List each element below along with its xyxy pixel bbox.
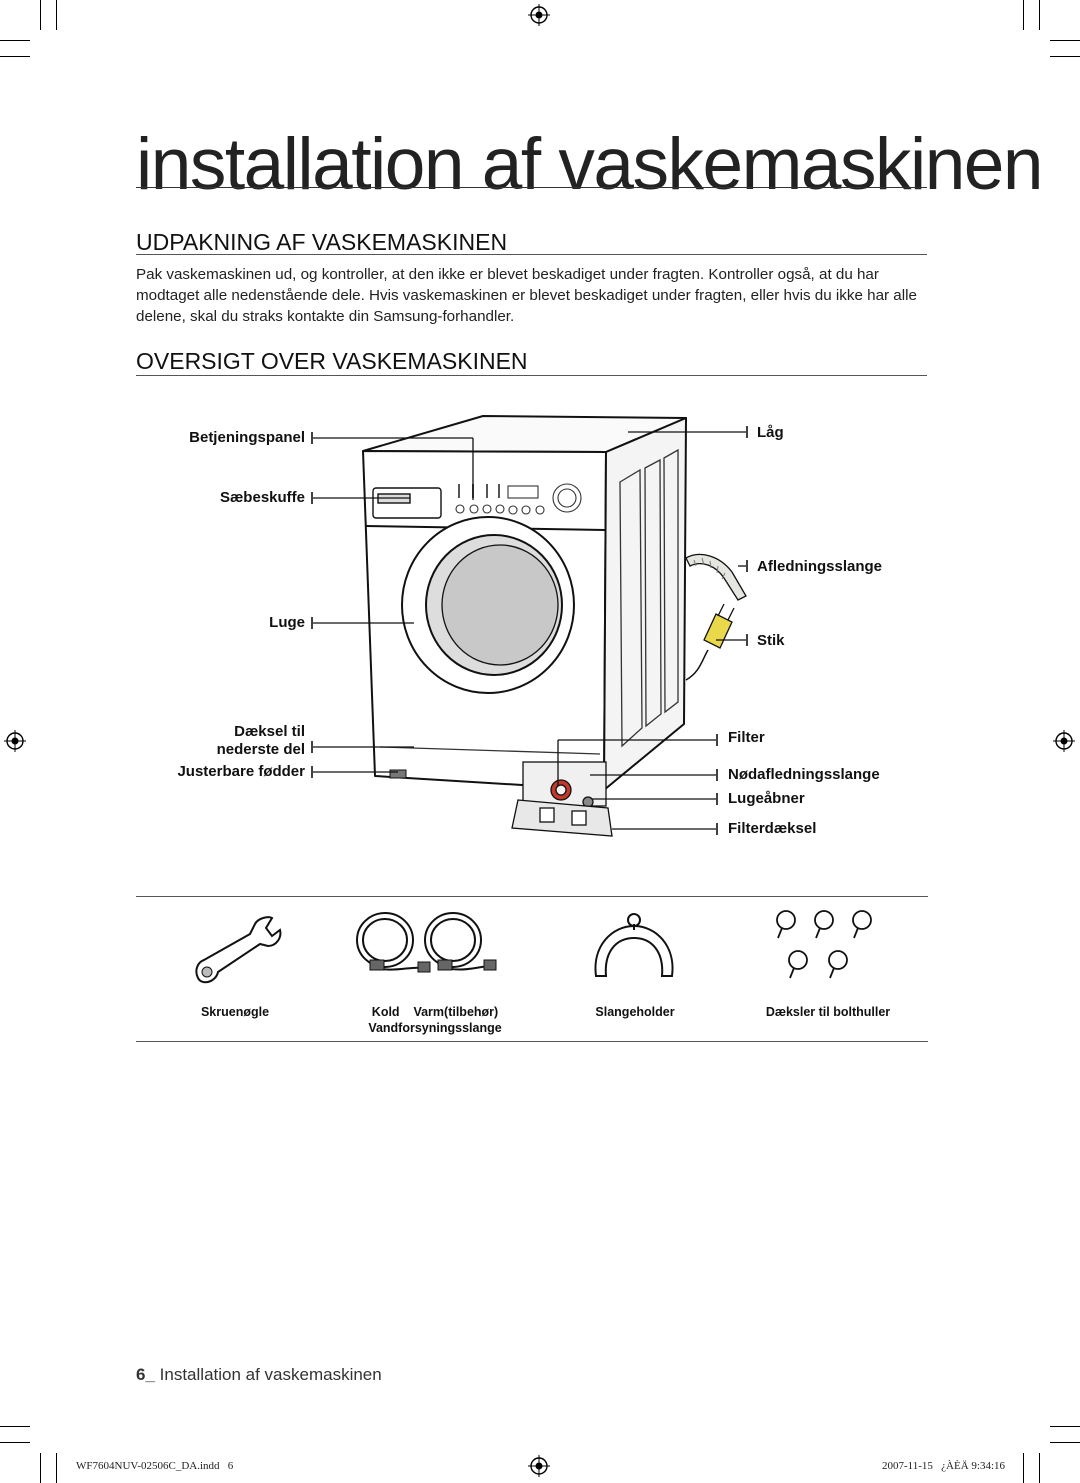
water-hoses-icon xyxy=(356,912,497,973)
intro-paragraph: Pak vaskemaskinen ud, og kontroller, at … xyxy=(136,266,917,325)
crop-mark xyxy=(0,40,30,41)
label-emergency-drain: Nødafledningsslange xyxy=(728,766,880,783)
crop-mark xyxy=(1050,40,1080,41)
crop-mark xyxy=(1050,56,1080,57)
crop-mark xyxy=(1039,0,1040,30)
crop-mark xyxy=(1050,1426,1080,1427)
crop-mark xyxy=(1023,1453,1024,1483)
label-filter-cover: Filterdæksel xyxy=(728,820,817,837)
crop-mark xyxy=(1023,0,1024,30)
print-file-info: WF7604NUV-02506C_DA.indd 6 xyxy=(76,1460,234,1472)
crop-mark xyxy=(0,56,30,57)
crop-mark xyxy=(1039,1453,1040,1483)
footer-title: 6_ Installation af vaskemaskinen xyxy=(136,1365,382,1385)
bolt-caps-icon xyxy=(776,910,872,979)
registration-mark-icon xyxy=(1053,730,1075,752)
label-lid: Låg xyxy=(757,424,784,441)
accessory-label-hose-holder: Slangeholder xyxy=(595,1005,675,1019)
label-door-opener: Lugeåbner xyxy=(728,790,805,807)
page-number: 6_ xyxy=(136,1365,155,1384)
registration-mark-icon xyxy=(528,1455,550,1477)
crop-mark xyxy=(40,0,41,30)
label-bottom-cover-line2: nederste del xyxy=(216,741,305,758)
hose-holder-icon xyxy=(594,913,674,977)
label-drain-hose: Afledningsslange xyxy=(757,558,883,575)
spanner-icon xyxy=(195,916,282,984)
print-timestamp: 2007-11-15 ¿ÀÈÄ 9:34:16 xyxy=(882,1460,1006,1472)
page-title: installation af vaskemaskinen xyxy=(136,124,1044,205)
registration-mark-icon xyxy=(4,730,26,752)
crop-mark xyxy=(40,1453,41,1483)
accessories-top-rule xyxy=(136,896,928,897)
accessory-label-bolt-caps: Dæksler til bolthuller xyxy=(765,1005,891,1019)
label-door: Luge xyxy=(269,614,305,631)
accessory-label-hoses-bottom: Vandforsyningsslange xyxy=(368,1021,502,1035)
label-detergent-drawer: Sæbeskuffe xyxy=(219,489,305,506)
footer-title-text: Installation af vaskemaskinen xyxy=(159,1365,382,1384)
accessory-label-spanner: Skruenøgle xyxy=(200,1005,270,1019)
label-plug: Stik xyxy=(757,632,785,649)
section-rule xyxy=(136,375,927,376)
label-bottom-cover-line1: Dæksel til xyxy=(234,723,305,740)
section-rule xyxy=(136,254,927,255)
crop-mark xyxy=(0,1426,30,1427)
section-heading-unpacking: UDPAKNING AF VASKEMASKINEN xyxy=(136,229,508,255)
accessory-label-hoses-top: Kold Varm(tilbehør) xyxy=(371,1005,499,1019)
label-adjustable-feet: Justerbare fødder xyxy=(177,763,305,780)
crop-mark xyxy=(56,1453,57,1483)
crop-mark xyxy=(1050,1442,1080,1443)
title-rule xyxy=(136,187,927,188)
label-control-panel: Betjeningspanel xyxy=(189,429,305,446)
label-filter: Filter xyxy=(728,729,765,746)
registration-mark-icon xyxy=(528,4,550,26)
accessories-bottom-rule xyxy=(136,1041,928,1042)
washing-machine-diagram xyxy=(311,415,748,837)
section-heading-overview: OVERSIGT OVER VASKEMASKINEN xyxy=(136,348,528,374)
crop-mark xyxy=(56,0,57,30)
crop-mark xyxy=(0,1442,30,1443)
